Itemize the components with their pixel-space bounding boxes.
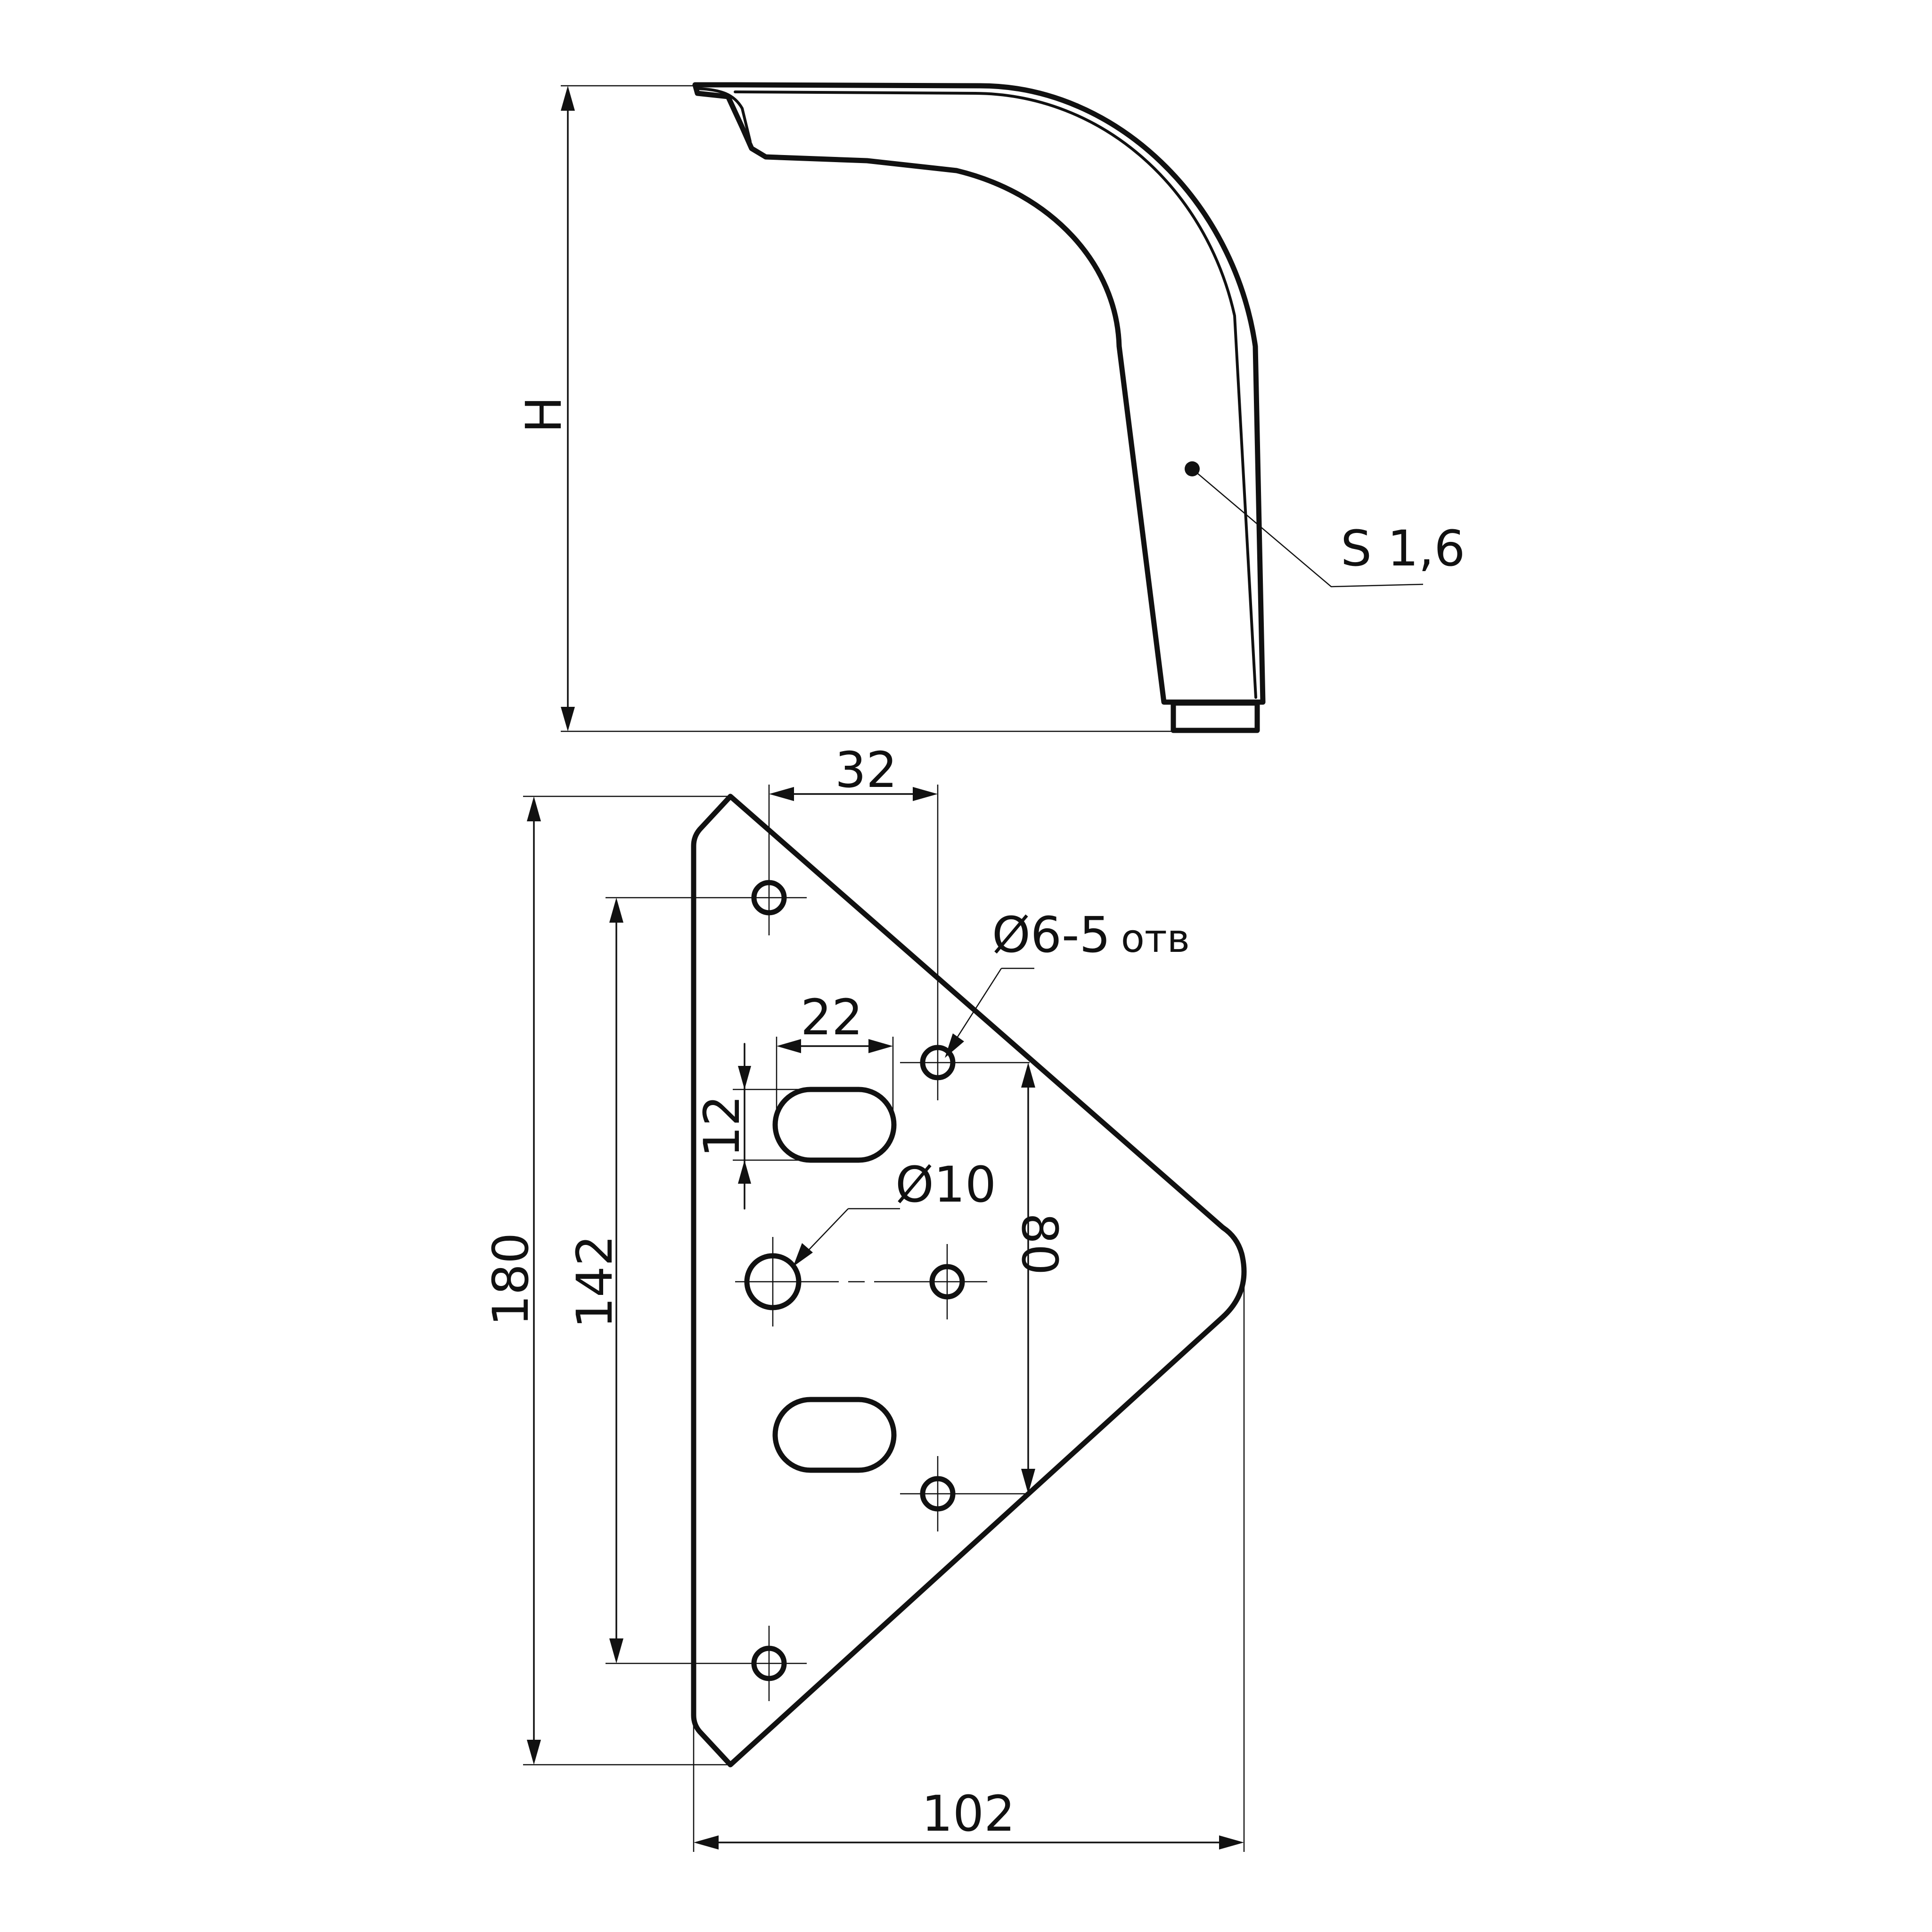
- height-label: H: [515, 396, 573, 433]
- leg-profile-outline: [692, 82, 1266, 705]
- dim22-arrow-right: [868, 1039, 893, 1053]
- small-hole-lower-right: [900, 1456, 1030, 1531]
- dim-22-label: 22: [801, 989, 863, 1046]
- h-arrow-top: [561, 86, 575, 111]
- side-view: S 1,6 H: [515, 82, 1465, 733]
- slot-upper: [772, 1087, 897, 1163]
- plan-view: 32 22 12 80 142 180: [482, 741, 1247, 1852]
- dim-180-label: 180: [482, 1233, 540, 1326]
- large-hole: [735, 1237, 909, 1326]
- small-holes-suffix: отв: [1121, 917, 1190, 961]
- slot-lower: [772, 1397, 897, 1473]
- thickness-label: S 1,6: [1341, 520, 1465, 577]
- dim12-arrow-top: [738, 1066, 751, 1089]
- dim142-arrow-top: [609, 898, 623, 923]
- dim-102-label: 102: [922, 1785, 1015, 1842]
- large-hole-leader-arrow: [793, 1243, 813, 1267]
- thickness-leader-line: [1192, 468, 1424, 588]
- leg-foot-cap: [1171, 700, 1260, 733]
- dim32-arrow-right: [913, 787, 938, 801]
- h-arrow-bottom: [561, 707, 575, 731]
- dim-12-label: 12: [693, 1095, 751, 1157]
- small-hole-upper-right: [900, 1025, 1030, 1100]
- dim180-arrow-top: [527, 796, 541, 821]
- dim32-arrow-left: [769, 787, 794, 801]
- dim80-arrow-bottom: [1021, 1469, 1035, 1494]
- large-hole-callout: Ø10: [895, 1156, 996, 1213]
- dim-32-label: 32: [835, 741, 897, 799]
- leg-inner-wall-line: [734, 90, 1257, 699]
- dim180-arrow-bottom: [527, 1740, 541, 1765]
- dim102-arrow-left: [694, 1835, 719, 1850]
- dim80-arrow-top: [1021, 1063, 1035, 1088]
- dim12-arrow-bottom: [738, 1160, 751, 1184]
- small-holes-leader-arrow: [945, 1033, 964, 1058]
- dim142-arrow-bottom: [609, 1638, 623, 1663]
- small-hole-middle: [909, 1244, 987, 1319]
- dim-80-label: 80: [1011, 1213, 1068, 1275]
- small-hole-bottom: [606, 1626, 807, 1701]
- plate-outline: [691, 794, 1247, 1768]
- small-holes-callout: Ø6-5 отв: [992, 906, 1190, 964]
- dim22-arrow-left: [777, 1039, 801, 1053]
- small-hole-top: [606, 858, 807, 935]
- leg-top-lip: [696, 87, 752, 143]
- small-holes-diameter: Ø6-5: [992, 906, 1111, 964]
- dim-142-label: 142: [566, 1235, 623, 1329]
- dim102-arrow-right: [1219, 1835, 1244, 1850]
